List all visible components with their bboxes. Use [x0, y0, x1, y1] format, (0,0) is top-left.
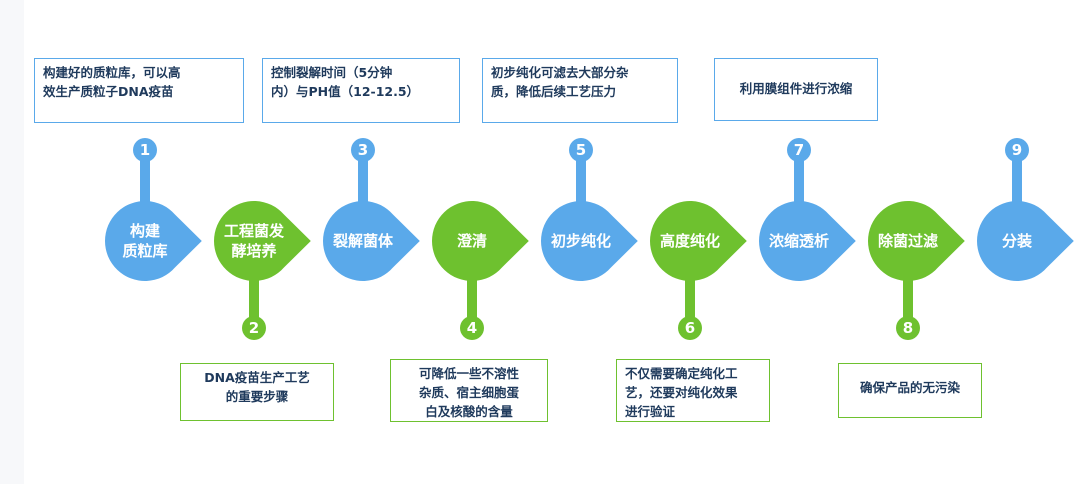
note-step-3: 控制裂解时间（5分钟 内）与PH值（12-12.5） [262, 58, 460, 123]
note-step-1: 构建好的质粒库，可以高 效生产质粒子DNA疫苗 [34, 58, 244, 123]
step-2-circle [214, 201, 311, 281]
step-1-label: 构建 质粒库 [122, 222, 168, 260]
step-7-stem [794, 150, 804, 241]
step-3-stem [358, 150, 368, 241]
step-8-circle [867, 201, 965, 281]
step-4-badge [460, 316, 484, 340]
step-9-circle [977, 201, 1074, 281]
step-9-badge [1005, 138, 1029, 162]
step-6-number: 6 [684, 319, 696, 337]
step-6-badge [678, 316, 702, 340]
step-3-badge [351, 138, 375, 162]
step-3-label: 裂解菌体 [332, 232, 393, 250]
step-2-badge [242, 316, 266, 340]
step-4-stem [467, 241, 477, 327]
step-7 [758, 138, 856, 281]
step-6-label: 高度纯化 [659, 232, 720, 250]
step-9-label: 分装 [1001, 232, 1032, 250]
step-7-number: 7 [793, 141, 805, 159]
note-step-2: DNA疫苗生产工艺 的重要步骤 [180, 363, 334, 421]
step-1-circle [105, 201, 202, 281]
step-3 [323, 138, 420, 281]
step-6-stem [685, 241, 695, 327]
step-5-label: 初步纯化 [550, 232, 611, 250]
step-1 [105, 138, 202, 281]
step-2-stem [249, 241, 259, 327]
step-9 [977, 138, 1074, 281]
step-7-badge [787, 138, 811, 162]
step-8 [867, 201, 965, 340]
step-8-stem [903, 241, 913, 327]
step-7-circle [758, 201, 856, 281]
step-1-number: 1 [139, 141, 151, 159]
step-3-circle [323, 201, 420, 281]
step-9-stem [1012, 150, 1022, 241]
step-2-number: 2 [248, 319, 260, 337]
step-5-stem [576, 150, 586, 241]
note-step-5: 初步纯化可滤去大部分杂 质，降低后续工艺压力 [482, 58, 678, 123]
step-9-number: 9 [1011, 141, 1023, 159]
step-6-circle [650, 201, 747, 281]
step-1-stem [140, 150, 150, 241]
step-4-label: 澄清 [456, 232, 487, 250]
step-6 [650, 201, 747, 340]
step-4-circle [432, 201, 529, 281]
step-4 [432, 201, 529, 340]
step-2-label: 工程菌发 酵培养 [223, 222, 284, 260]
step-5-badge [569, 138, 593, 162]
note-step-7: 利用膜组件进行浓缩 [714, 58, 878, 121]
left-margin-strip [0, 0, 24, 484]
step-3-number: 3 [357, 141, 369, 159]
step-2 [214, 201, 311, 340]
step-8-badge [896, 316, 920, 340]
step-8-label: 除菌过滤 [877, 232, 938, 250]
step-4-number: 4 [466, 319, 478, 337]
note-step-6: 不仅需要确定纯化工 艺，还要对纯化效果 进行验证 [616, 359, 770, 422]
step-1-badge [133, 138, 157, 162]
step-5-circle [541, 201, 638, 281]
note-step-8: 确保产品的无污染 [838, 363, 982, 418]
step-5-number: 5 [575, 141, 587, 159]
step-8-number: 8 [902, 319, 914, 337]
step-5 [541, 138, 638, 281]
step-7-label: 浓缩透析 [768, 232, 829, 250]
note-step-4: 可降低一些不溶性 杂质、宿主细胞蛋 白及核酸的含量 [390, 359, 548, 422]
